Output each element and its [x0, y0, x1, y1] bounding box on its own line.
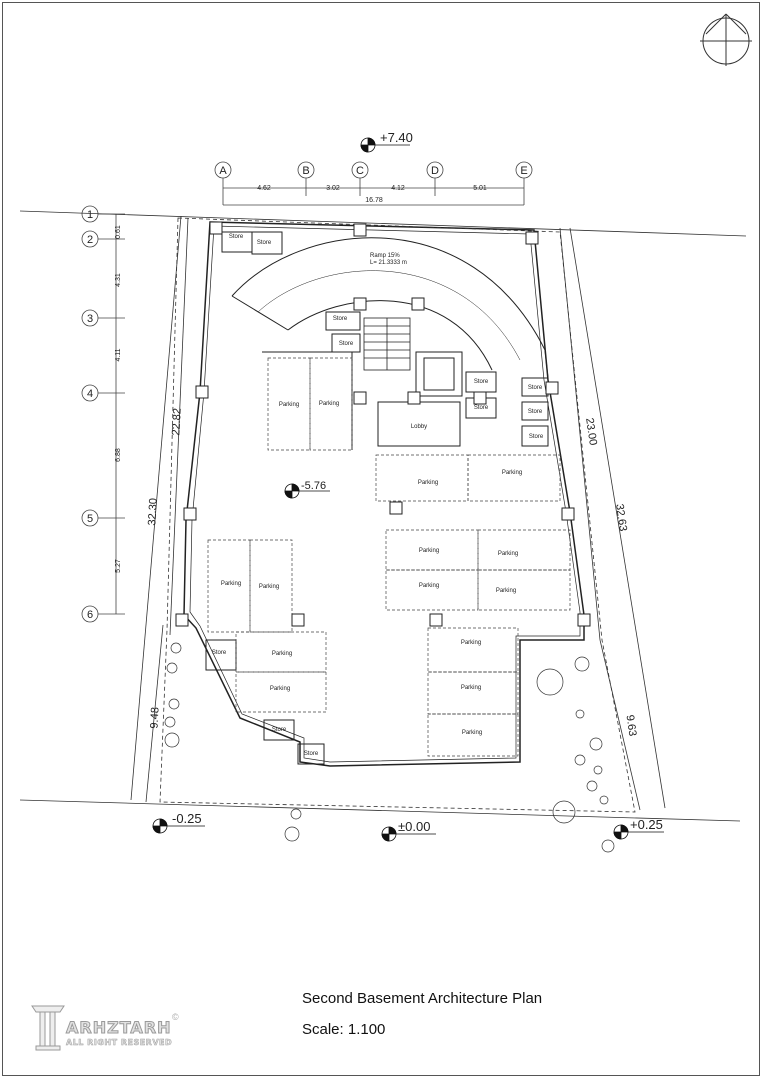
room-label-parking: Parking [259, 584, 279, 590]
building-walls [183, 221, 585, 767]
plan-title: Second Basement Architecture Plan [302, 990, 543, 1007]
room-label-lobby: Lobby [411, 424, 427, 430]
room-label-parking: Parking [419, 548, 439, 554]
room-label-store: Store [229, 234, 244, 240]
grid-row-spacing: 6.88 [115, 448, 122, 462]
grid-row-label-3: 3 [87, 313, 93, 325]
grid-col-label-d: D [431, 165, 439, 177]
grid-col-label-a: A [219, 165, 227, 177]
grid-col-spacing: 5.01 [473, 185, 487, 192]
site-lines [19, 210, 747, 822]
left-dimensions [130, 215, 189, 803]
grid-row-label-4: 4 [87, 388, 93, 400]
room-label-store: Store [474, 405, 489, 411]
room-label-parking: Parking [419, 583, 439, 589]
room-label-parking: Parking [461, 640, 481, 646]
dim-left-outer: 32.30 [146, 498, 159, 526]
grid-row-label-5: 5 [87, 513, 93, 525]
level-bottom-right: +0.25 [630, 817, 663, 832]
room-label-parking: Parking [502, 470, 522, 476]
structural-columns [175, 221, 591, 627]
dim-right-lower: 9.63 [624, 714, 639, 737]
room-label-store: Store [528, 409, 543, 415]
level-bottom-center: ±0.00 [398, 819, 430, 834]
grid-row-spacing: 5.27 [115, 559, 122, 573]
level-bottom-left: -0.25 [172, 811, 202, 826]
room-label-parking: Parking [461, 685, 481, 691]
right-dimensions [559, 227, 666, 811]
grid-col-total: 16.78 [365, 197, 383, 204]
plan-scale: Scale: 1.100 [302, 1021, 386, 1038]
room-label-store: Store [304, 751, 319, 757]
grid-row-label-6: 6 [87, 609, 93, 621]
grid-col-spacing: 4.62 [257, 185, 271, 192]
stair-core [363, 317, 411, 371]
logo-brand-text: ARHZTARH [65, 1018, 172, 1038]
grid-row-spacing: 4.11 [115, 348, 122, 361]
logo-tagline: ALL RIGHT RESERVED [66, 1038, 173, 1048]
grid-col-label-b: B [302, 165, 309, 177]
pillar-logo-icon [31, 1005, 65, 1051]
room-label-parking: Parking [279, 402, 299, 408]
grid-col-label-c: C [356, 165, 364, 177]
room-label-store: Store [212, 650, 227, 656]
grid-row-label-2: 2 [87, 234, 93, 246]
dim-left-lower: 9.48 [148, 707, 161, 729]
grid-row-label-1: 1 [87, 209, 93, 221]
room-label-store: Store [257, 240, 272, 246]
room-label-store: Store [474, 379, 489, 385]
room-label-parking: Parking [498, 551, 518, 557]
north-arrow-icon [700, 13, 752, 66]
room-label-store: Store [528, 385, 543, 391]
tree-icons [164, 642, 615, 853]
property-boundary [159, 217, 636, 813]
ramp-length-label: L= 21.3333 m [370, 260, 407, 266]
room-label-parking: Parking [319, 401, 339, 407]
watermark-logo: ARHZTARH ALL RIGHT RESERVED © [30, 1000, 190, 1052]
room-label-parking: Parking [221, 581, 241, 587]
elevator-shaft [415, 351, 463, 397]
grid-row-spacing: 0.61 [115, 225, 122, 239]
room-label-parking: Parking [418, 480, 438, 486]
room-label-parking: Parking [462, 730, 482, 736]
room-label-parking: Parking [270, 686, 290, 692]
room-label-store: Store [339, 341, 354, 347]
ramp-slope-label: Ramp 15% [370, 253, 400, 259]
dim-right-outer: 32.63 [613, 503, 629, 532]
room-label-store: Store [529, 434, 544, 440]
dim-right-inner: 23.00 [583, 417, 599, 446]
room-label-store: Store [333, 316, 348, 322]
level-floor: -5.76 [301, 480, 326, 492]
room-label-parking: Parking [272, 651, 292, 657]
room-label-parking: Parking [496, 588, 516, 594]
grid-col-spacing: 4.12 [391, 185, 405, 192]
copyright-icon: © [172, 1012, 179, 1022]
grid-col-label-e: E [520, 165, 527, 177]
parking-bays [207, 357, 571, 757]
column-grid [214, 161, 533, 206]
grid-col-spacing: 3.02 [326, 185, 340, 192]
dim-left-inner: 22.82 [170, 408, 183, 436]
level-marker-icons [152, 137, 664, 842]
room-label-store: Store [272, 727, 287, 733]
level-top: +7.40 [380, 130, 413, 145]
grid-row-spacing: 4.31 [115, 273, 122, 287]
